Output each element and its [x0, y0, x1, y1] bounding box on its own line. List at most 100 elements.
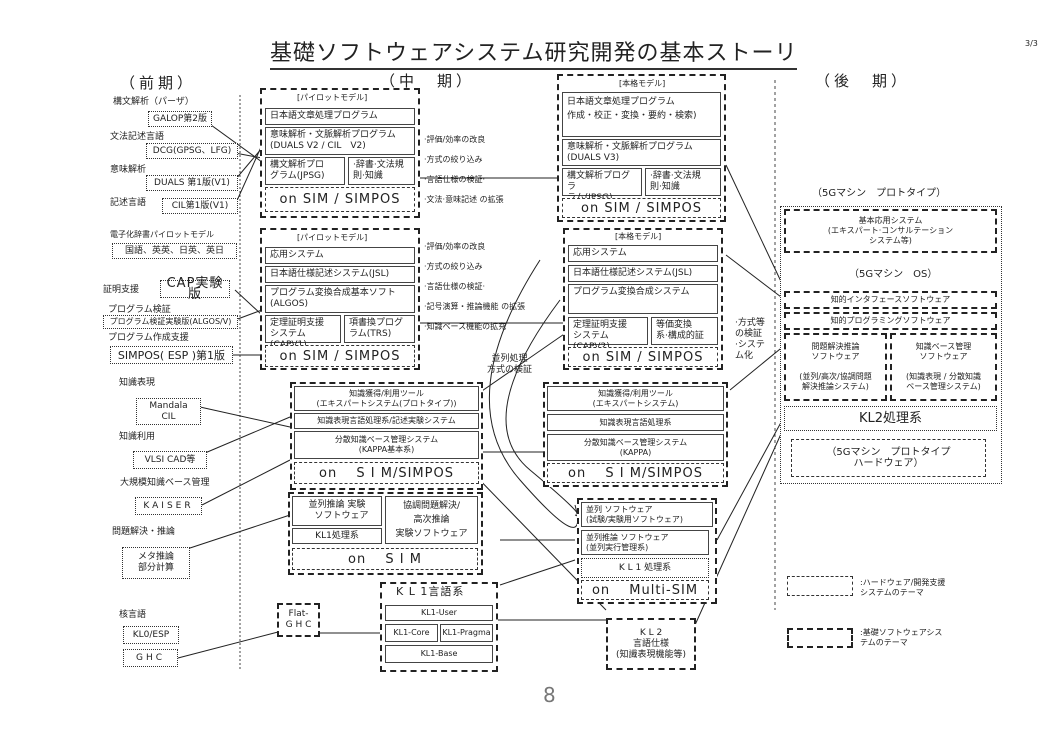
note: ·言語仕様の検証· [424, 282, 486, 291]
late-os-label: （5Gマシン OS） [849, 269, 938, 280]
pilot1-split-jpsg: 構文解析プロ グラム(JPSG) [265, 157, 345, 185]
late-5g-machine: 基本応用システム (エキスパート·コンサルテーション システム等) （5Gマシン… [780, 206, 1002, 484]
early-box-dcg: DCG(GPSG、LFG) [146, 143, 238, 159]
early-box-cap: CAP実験版 [160, 277, 230, 301]
pilot2-row-app: 応用システム [265, 247, 415, 264]
arrow-algos [234, 309, 263, 321]
note: ·言語仕様の検証· [424, 175, 486, 184]
pilot-model-2: [パイロットモデル] 応用システム 日本語仕様記述システム(JSL) プログラム… [260, 228, 420, 370]
full-kb-tool: 知識獲得/利用ツール (エキスパートシステム) [547, 386, 724, 411]
early-label-grammar: 文法記述言語 [110, 132, 165, 142]
parallel-note: 並列処理 方式の検証 [487, 354, 533, 375]
early-box-duals: DUALS 第1版(V1) [146, 175, 238, 191]
curve-parallel-2 [505, 299, 579, 516]
early-box-algos: プログラム検証実験版(ALGOS/V) [103, 315, 238, 329]
kl1-base: KL1-Base [385, 645, 493, 663]
arrow-cil [234, 144, 263, 206]
note: ·評価/効率の改良 [424, 242, 486, 251]
mid-par-base: on S I M [292, 548, 478, 570]
mid-kb-base: on S I M/SIMPOS [294, 462, 479, 484]
pilot2-row-jsl: 日本語仕様記述システム(JSL) [265, 266, 415, 283]
mid-notes-2: ·評価/効率の改良 ·方式の絞り込み ·言語仕様の検証· ·記号演算・推論機能 … [424, 232, 525, 342]
arrow-full1-late [725, 164, 786, 291]
late-problem-solving: 問題解決推論 ソフトウェア (並列/高次/協調問題 解決推論システム) [784, 333, 887, 401]
pilot-model-1: [パイロットモデル] 日本語文章処理プログラム 意味解析・文脈解析プログラム (… [260, 88, 420, 218]
early-box-galop: GALOP第2版 [148, 111, 212, 127]
mid-par-coop: 協調問題解決/ 高次推論 実験ソフトウェア [385, 496, 478, 544]
full-par-group: 並列 ソフトウェア (試験/実験用ソフトウェア) 並列推論 ソフトウェア (並列… [577, 498, 717, 604]
page-number: 8 [543, 683, 556, 707]
pilot2-base: on SIM / SIMPOS [265, 345, 415, 367]
full-par-base: on Multi-SIM [581, 580, 709, 600]
kl2-spec-box: K L 2 言語仕様 (知識表現機能等) [606, 618, 696, 670]
curve-parallel-1 [488, 259, 579, 528]
kl1-header: K L 1言語系 [396, 585, 465, 598]
arrow-mandala [199, 406, 291, 428]
early-label-desc: 記述言語 [110, 198, 147, 208]
note: ·知識ベース機能の拡充 [424, 322, 507, 331]
note: ·方式の絞り込み [424, 262, 483, 271]
arrow-cap [234, 289, 263, 316]
early-label-prog: プログラム作成支援 [108, 333, 189, 343]
full-kb-lang: 知識表現言語処理系 [547, 414, 724, 431]
early-label-problem: 問題解決・推論 [112, 527, 176, 537]
mid-kb-group: 知識獲得/利用ツール (エキスパートシステム(プロトタイプ)) 知識表現言語処理… [290, 382, 483, 490]
full1-split-dict: ·辞書·文法規 則·知識 [645, 168, 721, 196]
arrow-ghc [177, 631, 279, 659]
mid-notes-1: ·評価/効率の改良 ·方式の絞り込み ·言語仕様の検証· ·文法·意味記述 の拡… [424, 125, 504, 215]
note: ·記号演算・推論機能 の拡張 [424, 302, 526, 311]
page-title: 基礎ソフトウェアシステム研究開発の基本ストーリ [270, 40, 798, 70]
pilot1-split-dict: ·辞書·文法規 則·知識 [348, 157, 415, 185]
kl1-lang-group: K L 1言語系 KL1-User KL1-Core KL1-Pragma KL… [380, 582, 498, 672]
early-box-ghc: GHC [123, 649, 178, 667]
kl1-pragma: KL1-Pragma [440, 624, 493, 642]
note: ·方式の絞り込み [424, 155, 483, 164]
phase-late: （後 期） [815, 72, 911, 90]
page-ref: 3/3 [1025, 39, 1038, 48]
late-kl2: KL2処理系 [784, 406, 997, 431]
arrow-meta [189, 514, 291, 549]
early-box-cil: CIL第1版(V1) [162, 198, 238, 214]
full2-row-prog: プログラム変換合成システム [568, 284, 718, 314]
full-par-inf: 並列推論 ソフトウェア (並列実行管理系) [581, 530, 709, 555]
mid-kb-kappa: 分散知識ベース管理システム (KAPPA基本系) [294, 431, 479, 459]
kl1-user: KL1-User [385, 605, 493, 621]
arrow-vlsi [204, 416, 291, 454]
phase-mid: （中 期） [380, 72, 476, 90]
early-label-kr: 知識表現 [119, 378, 156, 388]
arrow-kaiser [201, 459, 291, 506]
late-kb-management: 知識ベース管理 ソフトウェア (知識表現 / 分散知識 ベース管理システム) [890, 333, 997, 401]
early-label-proof: 証明支援 [103, 285, 140, 295]
flat-ghc-box: Flat- G H C [277, 603, 320, 637]
full-kb-group: 知識獲得/利用ツール (エキスパートシステム) 知識表現言語処理系 分散知識ベー… [543, 382, 728, 487]
full1-header: [本格モデル] [619, 79, 666, 88]
arrow-full2-late [725, 254, 786, 301]
mid-par-group: 並列推論 実験 ソフトウェア KL1処理系 協調問題解決/ 高次推論 実験ソフト… [288, 492, 483, 575]
pilot2-split-trs: 項書換プログ ラム(TRS) [344, 315, 415, 343]
full-par-kl1: K L 1 処理系 [581, 558, 709, 578]
late-hardware: （5Gマシン プロトタイプ ハードウェア） [791, 439, 986, 477]
late-header: （5Gマシン プロトタイプ） [812, 188, 947, 199]
early-box-mandala: Mandala CIL [136, 398, 201, 425]
mid-par-kl1: KL1処理系 [292, 528, 382, 544]
pilot1-row-semantic: 意味解析・文脈解析プログラム (DUALS V2 / CIL V2) [265, 127, 415, 155]
full-kb-kappa: 分散知識ベース管理システム (KAPPA) [547, 434, 724, 461]
full2-row-jsl: 日本語仕様記述システム(JSL) [568, 265, 718, 282]
early-label-verify: プログラム検証 [108, 305, 171, 315]
full2-split-cap: 定理証明支援 システム(CAPV2) [568, 317, 648, 352]
pilot2-split-cap: 定理証明支援 システム(CAPV1) [265, 315, 341, 350]
note: ·評価/効率の改良 [424, 135, 486, 144]
full-par-sw: 並列 ソフトウェア (試験/実験用ソフトウェア) [581, 502, 713, 527]
legend-swatch-dashed [787, 576, 853, 596]
full2-header: [本格モデル] [615, 232, 662, 241]
early-box-kaiser: KAISER [135, 497, 202, 515]
full-kb-base: on S I M/SIMPOS [547, 463, 724, 483]
early-box-vlsi: VLSI CAD等 [133, 451, 207, 469]
early-label-dict: 電子化辞書パイロットモデル [110, 230, 214, 239]
full2-base: on SIM / SIMPOS [568, 347, 718, 367]
mid-kb-tool: 知識獲得/利用ツール (エキスパートシステム(プロトタイプ)) [294, 386, 479, 411]
late-programming: 知的プログラミングソフトウェア [784, 312, 997, 330]
arrow-dcg [234, 152, 263, 159]
early-box-meta: メタ推論 部分計算 [122, 547, 190, 579]
late-app-system: 基本応用システム (エキスパート·コンサルテーション システム等) [784, 209, 997, 253]
